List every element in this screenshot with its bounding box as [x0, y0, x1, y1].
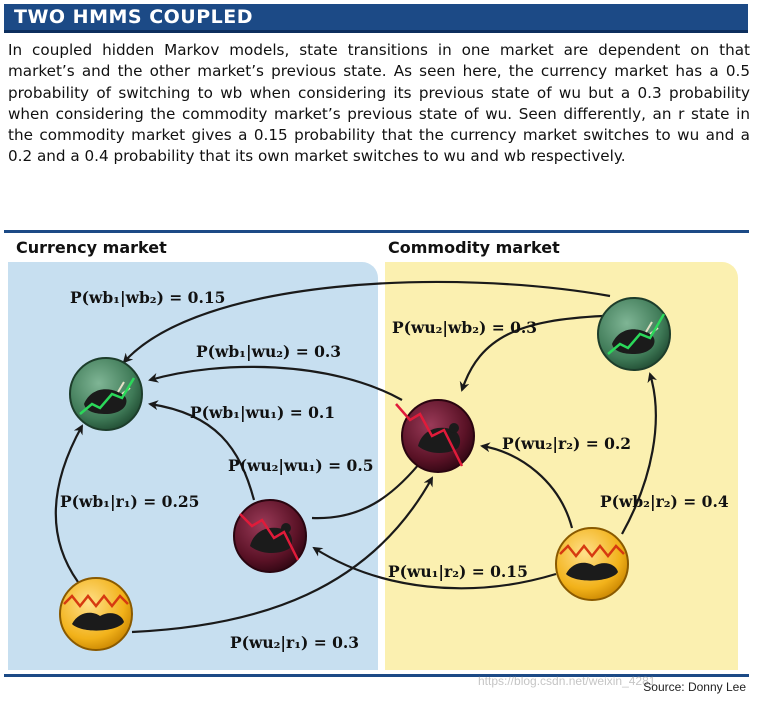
commodity-range-state: [556, 528, 628, 600]
prob-wu2-given-wb2: P(wu₂|wb₂) = 0.3: [392, 318, 537, 337]
commodity-bear-state: [396, 400, 474, 472]
arrow-r2-to-wu2: [482, 446, 572, 528]
prob-wb1-given-wu2: P(wb₁|wu₂) = 0.3: [196, 342, 341, 361]
currency-range-state: [60, 578, 132, 650]
prob-wu2-given-r1: P(wu₂|r₁) = 0.3: [230, 633, 359, 652]
commodity-bull-state: [598, 298, 670, 370]
currency-bear-state: [234, 500, 306, 572]
prob-wu1-given-r2: P(wu₁|r₂) = 0.15: [388, 562, 528, 581]
currency-bull-state: [70, 358, 142, 430]
source-credit: Source: Donny Lee: [643, 680, 746, 694]
prob-wb1-given-wu1: P(wb₁|wu₁) = 0.1: [190, 403, 335, 422]
prob-wb1-given-r1: P(wb₁|r₁) = 0.25: [60, 492, 199, 511]
arrow-wu2-to-wb1: [150, 367, 402, 400]
watermark-text: https://blog.csdn.net/weixin_4281: [478, 674, 655, 688]
prob-wu2-given-wu1: P(wu₂|wu₁) = 0.5: [228, 456, 374, 475]
prob-wb1-given-wb2: P(wb₁|wb₂) = 0.15: [70, 288, 225, 307]
prob-wu2-given-r2: P(wu₂|r₂) = 0.2: [502, 434, 631, 453]
prob-wb2-given-r2: P(wb₂|r₂) = 0.4: [600, 492, 729, 511]
